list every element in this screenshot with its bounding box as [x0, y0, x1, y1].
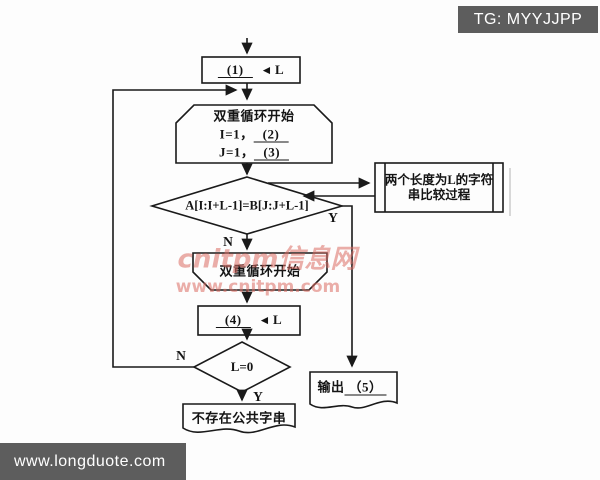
- output-prefix: 输出: [317, 379, 345, 395]
- footer-url-text: www.longduote.com: [14, 452, 166, 470]
- decision2-condition: L=0: [230, 359, 254, 374]
- output-label: 输出（5）: [317, 377, 387, 396]
- decision1-no-label: N: [223, 234, 233, 249]
- watermark-url: www.cnitpm.com: [175, 277, 341, 297]
- decision1-yes-line: [342, 205, 358, 368]
- loop-end-shape: [192, 252, 328, 291]
- tg-badge: TG: MYYJJPP: [458, 6, 598, 33]
- output-doc-shape: [309, 371, 398, 409]
- loop-start-shape: [175, 104, 333, 164]
- subprocess-label: 两个长度为L的字符 串比较过程: [385, 173, 493, 203]
- loop-start-title: 双重循环开始: [213, 108, 295, 124]
- loop-start-line2-blank: (2): [253, 126, 289, 143]
- step1-blank: (1): [217, 62, 253, 78]
- loop-start-line3: J=1，(3): [218, 142, 290, 161]
- loop-start-line3-blank: (3): [254, 144, 290, 161]
- no-common-label: 不存在公共字串: [191, 410, 287, 426]
- subprocess-line1: 两个长度为L的字符: [384, 173, 494, 187]
- step4-label: (4) ◄L: [215, 312, 283, 328]
- loop-start-line2: I=1，(2): [220, 124, 289, 143]
- subprocess-line2: 串比较过程: [407, 188, 471, 202]
- loop-end-title: 双重循环开始: [219, 263, 301, 279]
- step1-var: L: [274, 62, 285, 77]
- loopback-line: [112, 84, 238, 368]
- tg-badge-text: TG: MYYJJPP: [473, 10, 583, 28]
- step4-blank: (4): [215, 312, 251, 328]
- loop-start-line2-prefix: I=1，: [219, 126, 254, 142]
- subprocess-side-lines: [384, 163, 494, 212]
- footer-url-bar: www.longduote.com: [0, 443, 186, 480]
- step1-box: [201, 56, 301, 84]
- no-common-doc-shape: [182, 403, 296, 434]
- loop-start-line3-prefix: J=1，: [218, 144, 255, 160]
- assign-left-arrow-icon: ◄: [258, 313, 271, 327]
- decision2-yes-label: Y: [253, 389, 263, 404]
- step1-label: (1) ◄L: [217, 62, 285, 78]
- assign-left-arrow-icon: ◄: [260, 63, 273, 77]
- output-blank: （5）: [344, 379, 387, 396]
- step4-var: L: [272, 312, 283, 327]
- decision2-no-label: N: [176, 348, 186, 363]
- watermark-text: cnitpm信息网: [177, 244, 357, 275]
- decision1-yes-label: Y: [328, 210, 338, 225]
- subprocess-box: [374, 162, 504, 213]
- decision1-condition: A[I:I+L-1]=B[J:J+L-1]: [185, 198, 309, 213]
